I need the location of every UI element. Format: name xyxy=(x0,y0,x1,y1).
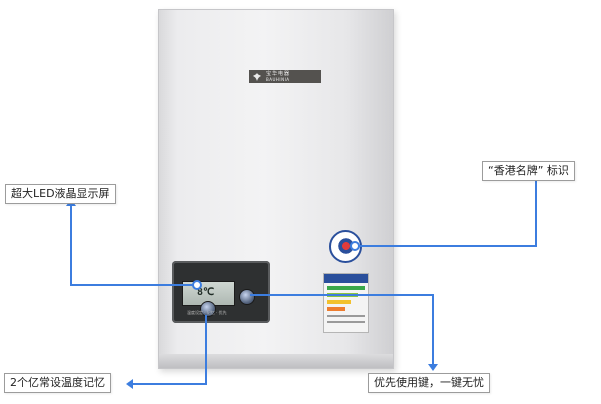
lcd-marker-dot xyxy=(192,280,202,290)
brand-logo: 宝华电器 BAUHINIA xyxy=(249,70,321,83)
lcd-connector-line xyxy=(70,203,72,285)
energy-label-sticker xyxy=(323,273,369,333)
memory-connector-line xyxy=(131,383,207,385)
logo-english-text: BAUHINIA xyxy=(266,76,290,82)
priority-connector-line xyxy=(250,294,434,296)
brand-connector-line xyxy=(535,180,537,246)
lcd-connector-line xyxy=(70,284,196,286)
memory-knob[interactable] xyxy=(200,301,216,317)
callout-priority-key: 优先使用键，一键无忧 xyxy=(368,373,490,393)
priority-connector-line xyxy=(432,294,434,364)
priority-knob[interactable] xyxy=(239,289,255,305)
brand-marker-dot xyxy=(350,241,360,251)
priority-connector-arrow xyxy=(428,364,438,371)
callout-temperature-memory: 2个亿常设温度记忆 xyxy=(4,373,111,393)
logo-chinese-text: 宝华电器 xyxy=(266,70,291,77)
bauhinia-flower-icon xyxy=(253,72,261,81)
brand-connector-line xyxy=(358,245,537,247)
memory-connector-line xyxy=(205,315,207,384)
lcd-temperature: 8℃ xyxy=(197,287,215,298)
water-heater-body: 宝华电器 BAUHINIA 8℃ 温度设定 · 记忆 · 优先 xyxy=(158,9,394,369)
memory-connector-arrow xyxy=(126,379,133,389)
callout-lcd-display: 超大LED液晶显示屏 xyxy=(5,184,116,204)
panel-caption: 温度设定 · 记忆 · 优先 xyxy=(187,310,227,315)
callout-hong-kong-brand: “香港名牌” 标识 xyxy=(482,161,575,181)
